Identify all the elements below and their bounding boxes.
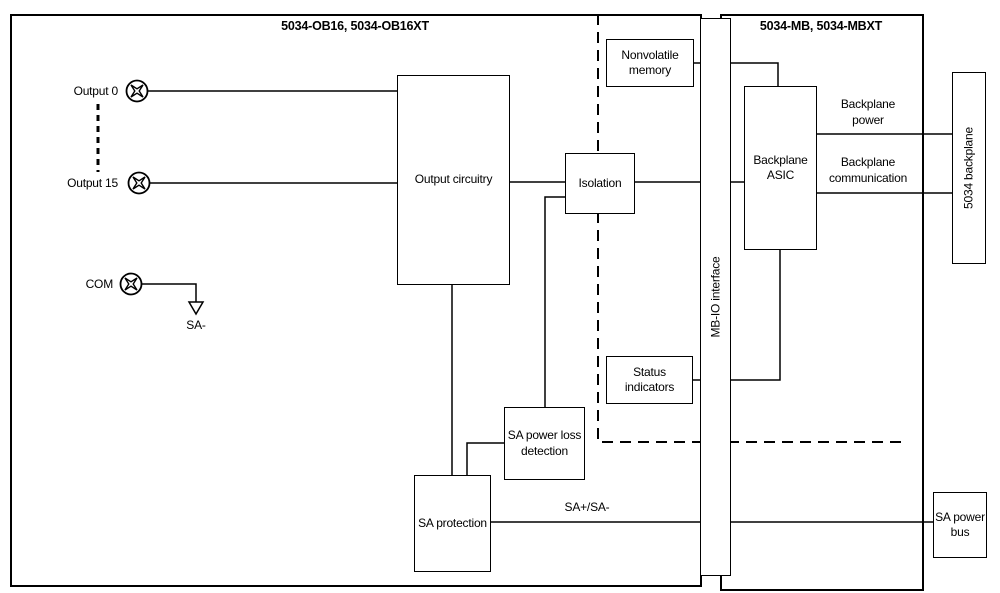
- terminal-output15-label: Output 15: [67, 176, 118, 190]
- terminal-output0-icon: [125, 79, 149, 103]
- block-mb-io-interface-label: MB-IO interface: [707, 256, 722, 338]
- sa-minus-label: SA-: [186, 318, 206, 332]
- terminal-output15-icon: [127, 171, 151, 195]
- block-isolation: Isolation: [565, 153, 635, 214]
- block-sa-power-bus: SA power bus: [933, 492, 987, 558]
- block-output-circuitry: Output circuitry: [397, 75, 510, 285]
- block-isolation-label: Isolation: [578, 175, 622, 190]
- terminal-com-label: COM: [85, 277, 114, 291]
- block-mb-io-interface: MB-IO interface: [700, 18, 731, 576]
- block-sa-power-loss-detection-label: SA power loss detection: [507, 428, 582, 458]
- block-sa-power-bus-label: SA power bus: [935, 509, 985, 539]
- backplane-power-label: Backplane power: [840, 97, 896, 127]
- block-5034-backplane-label: 5034 backplane: [961, 127, 976, 209]
- block-sa-protection: SA protection: [414, 475, 491, 572]
- block-backplane-asic-label: Backplane ASIC: [753, 152, 808, 182]
- block-status-indicators: Status indicators: [606, 356, 693, 404]
- block-nonvolatile-memory: Nonvolatile memory: [606, 39, 694, 87]
- wire-com-to-sa-minus: [142, 283, 197, 302]
- block-sa-power-loss-detection: SA power loss detection: [504, 407, 585, 480]
- wire-saloss-to-saprotection: [466, 442, 504, 475]
- block-backplane-asic: Backplane ASIC: [744, 86, 817, 250]
- sa-plus-minus-label: SA+/SA-: [564, 500, 610, 514]
- wire-isolation-to-saloss: [544, 196, 565, 407]
- block-5034-backplane: 5034 backplane: [952, 72, 986, 264]
- ground-arrow-icon: [187, 301, 205, 316]
- right-section-title: 5034-MB, 5034-MBXT: [759, 19, 883, 33]
- left-section-title: 5034-OB16, 5034-OB16XT: [281, 19, 429, 33]
- block-status-indicators-label: Status indicators: [624, 364, 675, 394]
- terminal-com-icon: [119, 272, 143, 296]
- block-output-circuitry-label: Output circuitry: [414, 172, 493, 187]
- backplane-communication-label: Backplane communication: [828, 155, 908, 185]
- isolation-boundary-dashed-line: [597, 14, 903, 443]
- block-nonvolatile-memory-label: Nonvolatile memory: [621, 47, 679, 77]
- block-sa-protection-label: SA protection: [418, 515, 487, 530]
- terminal-output0-label: Output 0: [73, 84, 119, 98]
